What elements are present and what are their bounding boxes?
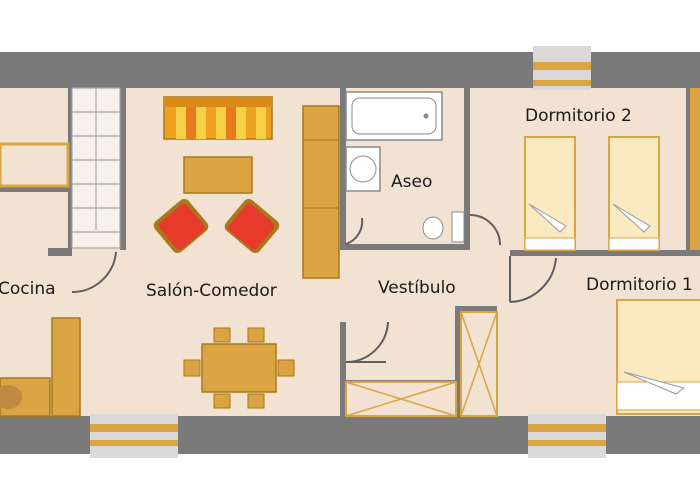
kitchen-furniture	[0, 142, 81, 417]
dining-set	[183, 327, 295, 409]
bed-double	[616, 299, 700, 415]
doors	[71, 214, 557, 364]
wardrobe-vestibulo	[345, 381, 457, 417]
kitchen-counter-left	[51, 317, 81, 417]
label-dormitorio-1: Dormitorio 1	[586, 275, 693, 295]
garden-strip	[0, 0, 700, 52]
wardrobe-dormitorio-2	[690, 88, 700, 250]
bathroom-fixtures	[345, 91, 465, 243]
armchair-right	[224, 198, 280, 254]
window-bottom-salon	[90, 414, 178, 458]
living-room-furniture	[153, 96, 340, 409]
windows	[90, 46, 606, 458]
staircase	[71, 87, 121, 249]
wardrobe-dormitorio-1	[460, 311, 498, 417]
window-top-dormitorio-2	[533, 46, 591, 90]
kitchen-counter-top	[0, 142, 70, 188]
room-labels: Cocina Salón-Comedor Aseo Vestíbulo Dorm…	[0, 106, 693, 301]
armchair-left	[153, 198, 209, 254]
label-salon-comedor: Salón-Comedor	[146, 281, 277, 301]
coffee-table	[183, 156, 253, 194]
window-bottom-dormitorio-1	[528, 414, 606, 458]
label-vestibulo: Vestíbulo	[378, 278, 456, 298]
label-dormitorio-2: Dormitorio 2	[525, 106, 632, 126]
bathtub	[345, 91, 443, 141]
bed-single-right	[608, 136, 660, 251]
dormitorio-2-furniture	[524, 88, 700, 251]
label-cocina: Cocina	[0, 279, 56, 299]
sideboard	[302, 105, 340, 279]
bed-single-left	[524, 136, 576, 251]
sofa-striped	[163, 96, 273, 140]
label-aseo: Aseo	[391, 172, 432, 192]
dormitorio-1-furniture	[616, 299, 700, 415]
toilet	[422, 211, 465, 243]
sink-bowl	[0, 385, 22, 409]
washing-machine	[345, 146, 381, 192]
